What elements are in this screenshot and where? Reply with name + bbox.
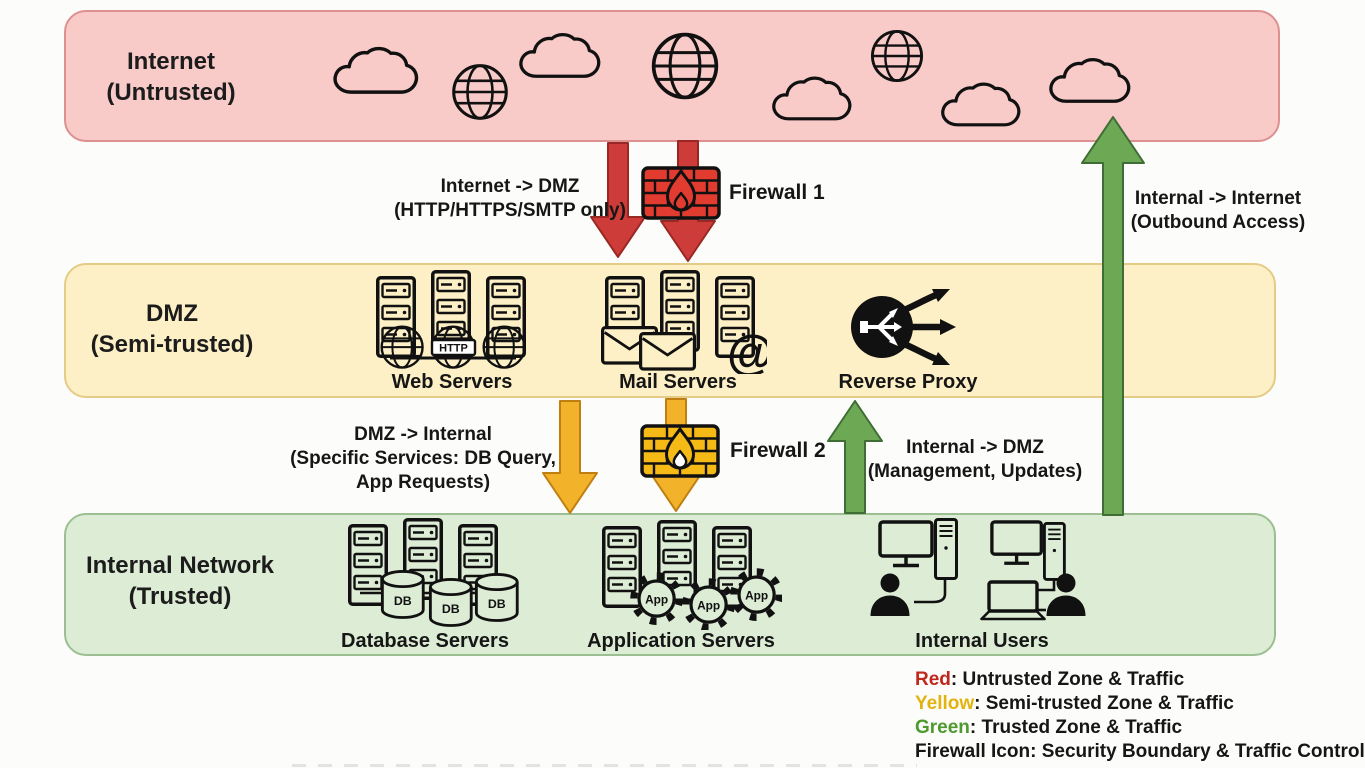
globe-icon [870,29,924,83]
firewall-1-icon [641,166,721,220]
yellow-arrow-dmz-to-internal [542,400,598,514]
flow-label-dmz-to-internal: DMZ -> Internal (Specific Services: DB Q… [290,424,556,493]
cloud-icon [333,46,419,94]
database-servers-icon [348,518,519,627]
green-arrow-internal-to-dmz [827,400,883,514]
flow-label-internet-to-dmz: Internet -> DMZ (HTTP/HTTPS/SMTP only) [394,176,626,221]
firewall-2-label: Firewall 2 [730,439,826,462]
application-servers-icon [602,520,782,630]
cloud-icon [519,32,601,78]
cloud-icon [772,76,852,121]
reverse-proxy-icon [851,289,956,365]
cloud-icon [941,82,1021,127]
cloud-icon [1049,57,1131,103]
flow-label-internal-to-internet: Internal -> Internet (Outbound Access) [1130,188,1306,233]
globe-icon [651,32,719,100]
legend-item-firewall: Firewall Icon: Security Boundary & Traff… [915,741,1365,762]
firewall-2-icon [640,424,720,478]
mail-servers-label: Mail Servers [619,371,737,393]
internal-users-icon [870,518,1086,621]
database-servers-label: Database Servers [341,630,509,652]
internal-users-label: Internal Users [915,630,1049,652]
dmz-zone-title: DMZ (Semi-trusted) [90,300,254,358]
legend-item-green: Green: Trusted Zone & Traffic [915,717,1183,738]
reverse-proxy-label: Reverse Proxy [838,371,978,393]
flow-label-internal-to-dmz: Internal -> DMZ (Management, Updates) [867,437,1083,482]
red-arrow-internet-to-dmz [590,142,646,258]
web-servers-label: Web Servers [391,371,513,393]
http-icon-text: HTTP [439,343,468,355]
globe-icon [452,64,508,120]
mail-servers-icon: @ [600,270,767,374]
internet-zone-title: Internet (Untrusted) [106,48,236,106]
application-servers-label: Application Servers [587,630,775,652]
legend-item-red: Red: Untrusted Zone & Traffic [915,669,1185,690]
firewall-1-label: Firewall 1 [729,181,825,204]
at-icon-text: @ [727,327,767,374]
green-arrow-internal-to-internet [1081,116,1145,516]
legend-item-yellow: Yellow: Semi-trusted Zone & Traffic [915,693,1234,714]
web-servers-icon: HTTP [376,270,526,369]
legend: Red: Untrusted Zone & Traffic Yellow: Se… [915,668,1365,764]
internal-zone-title: Internal Network (Trusted) [85,552,275,610]
scan-artifact-strip [292,764,917,767]
